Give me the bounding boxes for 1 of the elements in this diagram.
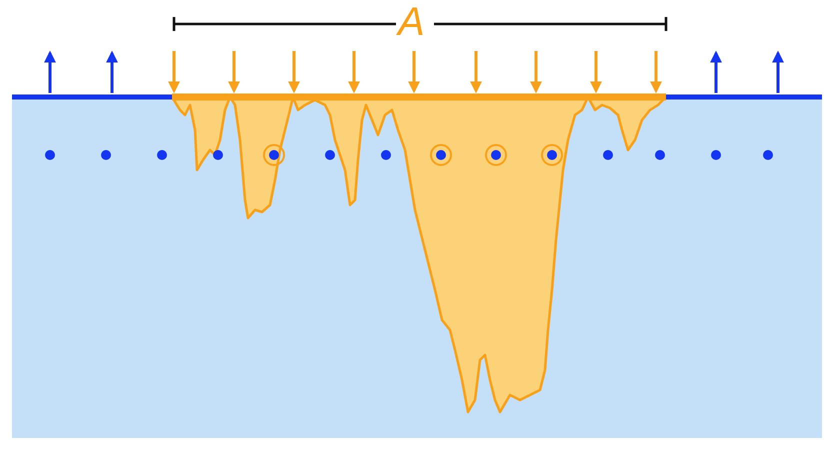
dimension-label: A: [398, 2, 425, 42]
